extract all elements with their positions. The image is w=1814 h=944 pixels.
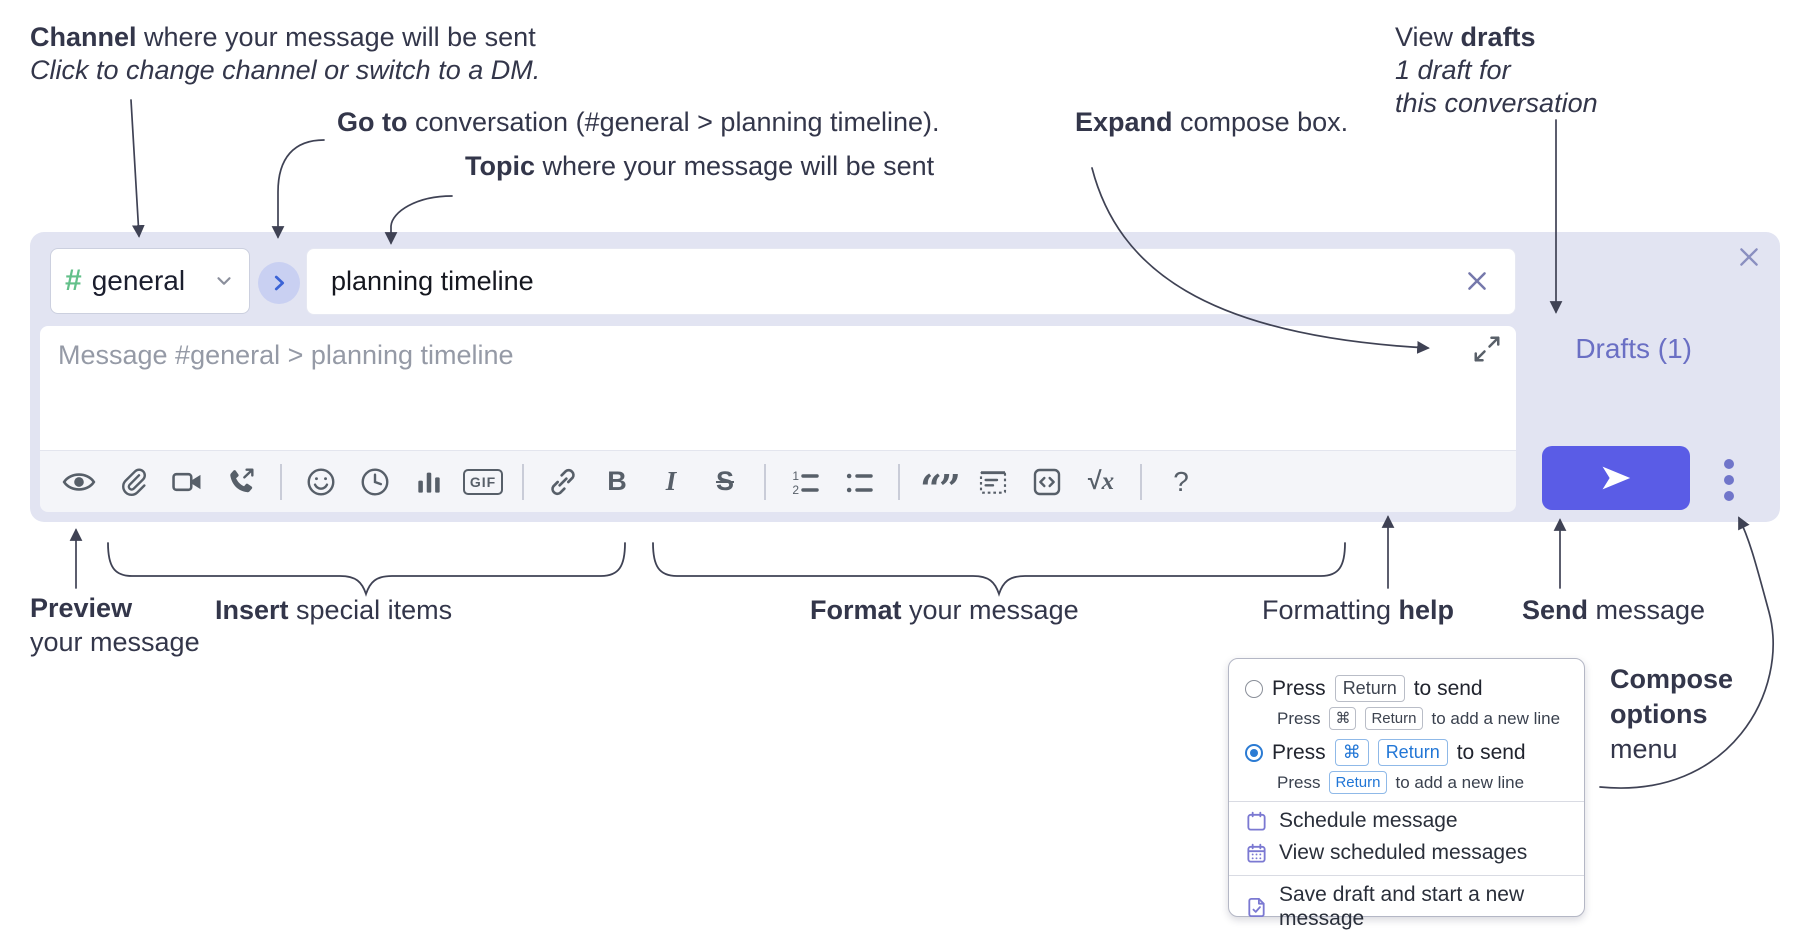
radio-selected[interactable] — [1245, 743, 1263, 762]
close-compose-icon[interactable] — [1732, 240, 1766, 274]
compose-options-popup: Press Return to send Press ⌘ Return to a… — [1228, 658, 1585, 930]
caption-preview-line2: your message — [30, 627, 200, 657]
svg-text:2: 2 — [792, 483, 799, 497]
gif-icon[interactable]: GIF — [462, 460, 504, 504]
brace-insert — [107, 542, 626, 597]
caption-preview: Preview — [30, 593, 133, 623]
link-icon[interactable] — [543, 460, 583, 504]
menu-item-save-draft[interactable]: Save draft and start a new message — [1245, 883, 1574, 931]
calendar-grid-icon — [1247, 843, 1266, 863]
cmd-keycap: ⌘ — [1329, 707, 1357, 730]
video-call-icon[interactable] — [167, 460, 207, 504]
emoji-icon[interactable] — [301, 460, 341, 504]
option-cmd-enter-sends[interactable]: Press ⌘ Return to send — [1245, 739, 1574, 766]
caption-drafts-line3: this conversation — [1395, 88, 1598, 118]
return-keycap: Return — [1334, 675, 1405, 702]
strikethrough-icon[interactable]: S — [715, 466, 734, 496]
popup-divider — [1229, 801, 1584, 802]
attach-paperclip-icon[interactable] — [113, 460, 153, 504]
bulleted-list-icon[interactable] — [839, 460, 879, 504]
return-keycap: Return — [1365, 707, 1423, 730]
message-input[interactable] — [40, 326, 1516, 450]
code-icon[interactable] — [1027, 460, 1067, 504]
caption-goto: Go to conversation (#general > planning … — [337, 107, 940, 137]
drafts-link[interactable]: Drafts (1) — [1575, 333, 1692, 364]
caption-drafts: View drafts — [1395, 22, 1536, 52]
caption-channel-sub: Click to change channel or switch to a D… — [30, 55, 541, 85]
toolbar-separator — [1140, 463, 1142, 500]
cmd-keycap: ⌘ — [1334, 739, 1369, 766]
quote-icon[interactable]: “” — [920, 465, 961, 511]
radio-unselected[interactable] — [1245, 679, 1263, 698]
option-enter-sends[interactable]: Press Return to send — [1245, 675, 1574, 702]
topic-input-wrap — [306, 248, 1516, 315]
spoiler-icon[interactable] — [973, 460, 1013, 504]
preview-eye-icon[interactable] — [59, 460, 99, 504]
topic-clear-icon[interactable] — [1460, 264, 1494, 298]
italic-icon[interactable]: I — [665, 466, 677, 496]
numbered-list-icon[interactable]: 1 2 — [785, 460, 825, 504]
toolbar-separator — [522, 463, 524, 500]
menu-item-view-scheduled[interactable]: View scheduled messages — [1245, 841, 1574, 865]
compose-options-menu-button[interactable] — [1712, 456, 1746, 504]
topic-input[interactable] — [306, 248, 1516, 315]
calendar-icon — [1247, 811, 1266, 831]
svg-text:1: 1 — [792, 469, 799, 483]
caption-insert: Insert special items — [215, 595, 453, 625]
connector-channel — [130, 99, 145, 238]
caption-channel: Channel where your message will be sent — [30, 22, 536, 52]
draft-document-icon — [1248, 897, 1265, 917]
connector-goto — [271, 139, 325, 239]
formatting-help-icon[interactable]: ? — [1173, 465, 1189, 497]
brace-format — [652, 542, 1346, 597]
return-keycap: Return — [1329, 771, 1387, 794]
dot — [1724, 491, 1734, 501]
send-button[interactable] — [1542, 446, 1690, 510]
expand-compose-icon[interactable] — [1472, 334, 1504, 366]
caption-compose-options: Compose options menu — [1610, 664, 1734, 764]
dot — [1724, 459, 1734, 469]
chevron-down-icon — [217, 277, 231, 285]
go-to-conversation-button[interactable] — [258, 262, 300, 304]
channel-selector[interactable]: # general — [50, 248, 250, 314]
caption-format: Format your message — [810, 595, 1079, 625]
popup-divider — [1229, 875, 1584, 876]
return-keycap: Return — [1377, 739, 1448, 766]
channel-hash-icon: # — [65, 264, 82, 297]
toolbar-separator — [764, 463, 766, 500]
caption-expand: Expand compose box. — [1075, 107, 1349, 137]
chevron-right-icon — [274, 275, 285, 291]
channel-name: general — [91, 265, 186, 296]
audio-call-icon[interactable] — [221, 460, 261, 504]
poll-chart-icon[interactable] — [409, 460, 449, 504]
global-time-clock-icon[interactable] — [355, 460, 395, 504]
math-icon[interactable]: √x — [1087, 467, 1115, 495]
menu-item-schedule-message[interactable]: Schedule message — [1245, 809, 1574, 833]
caption-drafts-line2: 1 draft for — [1395, 55, 1511, 85]
toolbar-separator — [280, 463, 282, 500]
dot — [1724, 475, 1734, 485]
compose-toolbar: GIF B I S 1 2 — [40, 450, 1516, 512]
bold-icon[interactable]: B — [607, 466, 627, 496]
send-plane-icon — [1602, 466, 1631, 490]
toolbar-separator — [898, 463, 900, 500]
option-enter-sends-sub: Press ⌘ Return to add a new line — [1277, 707, 1574, 730]
caption-topic: Topic where your message will be sent — [465, 151, 935, 181]
option-cmd-enter-sends-sub: Press Return to add a new line — [1277, 771, 1574, 794]
caption-formatting-help: Formatting help — [1262, 595, 1455, 625]
message-area — [40, 326, 1516, 450]
compose-box: # general — [30, 232, 1780, 522]
caption-send: Send message — [1522, 595, 1706, 625]
